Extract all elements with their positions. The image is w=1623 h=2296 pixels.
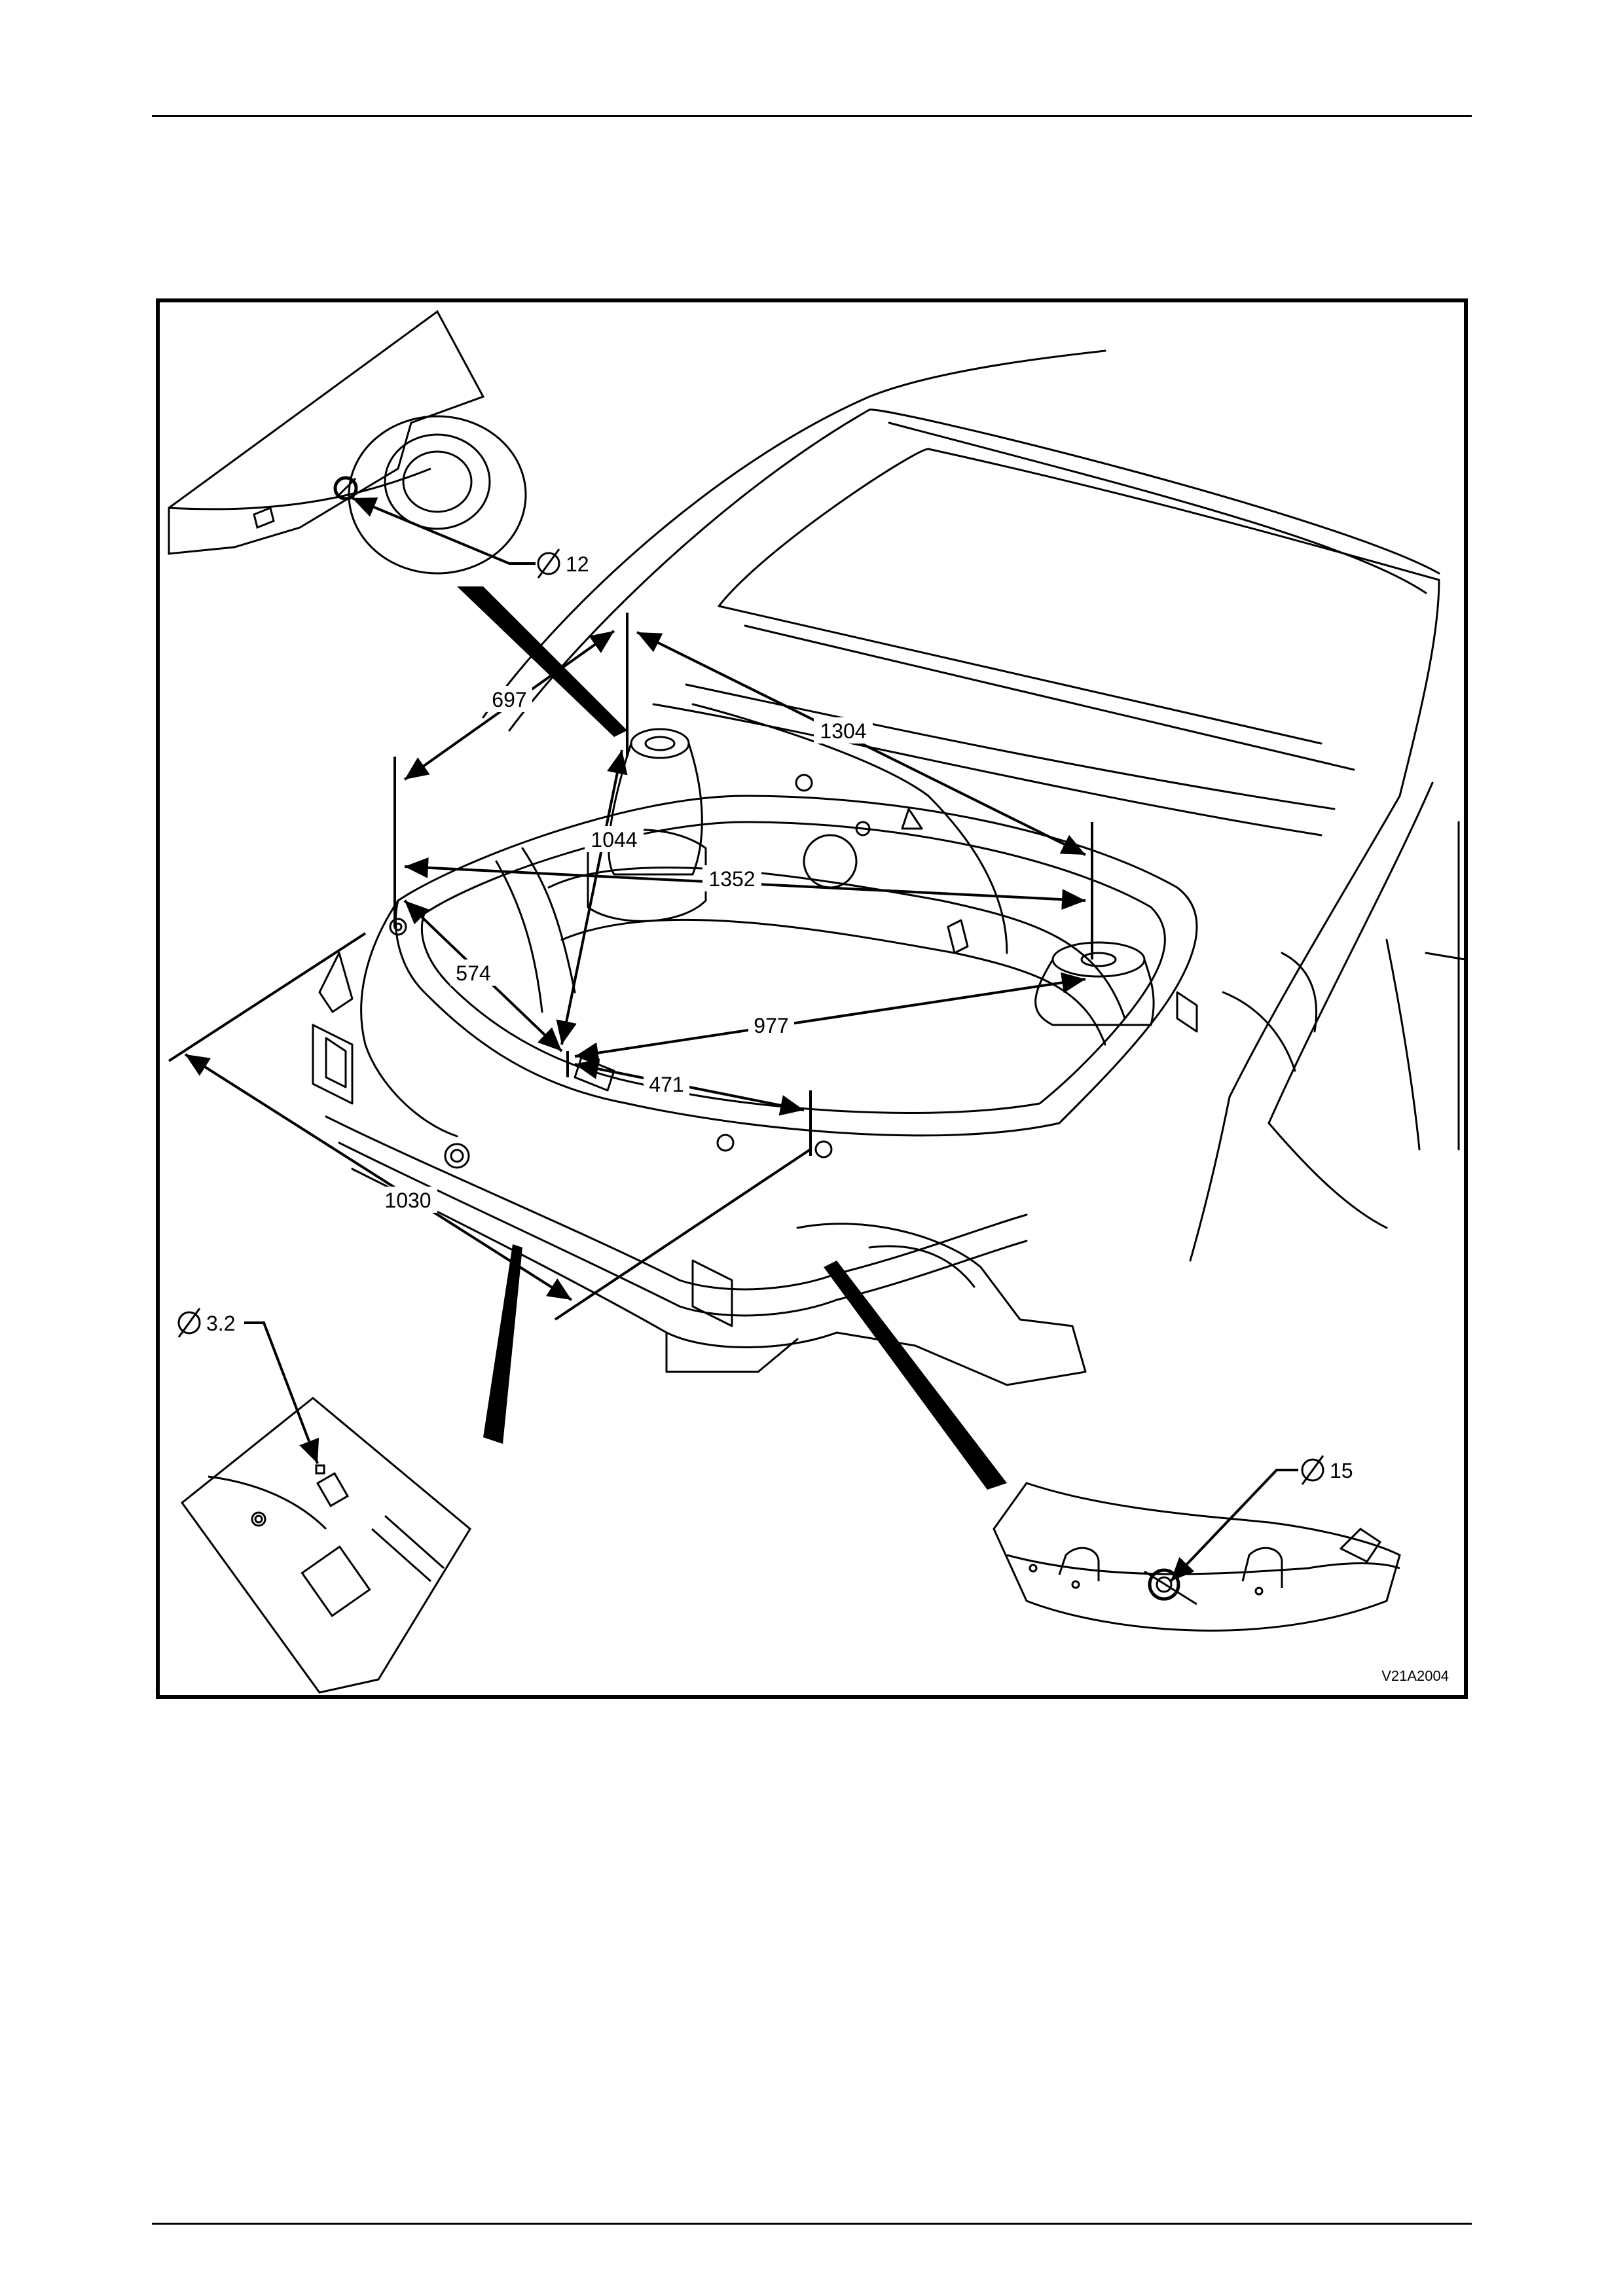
inset-pointer-wedges: [457, 586, 1007, 1490]
dimension-471-label: 471: [649, 1073, 684, 1096]
diameter-symbol-icon: [1302, 1456, 1323, 1484]
dimension-1030-label: 1030: [384, 1189, 431, 1212]
figure-code: V21A2004: [1381, 1668, 1449, 1684]
diameter-symbol-icon: [179, 1308, 200, 1337]
hole-callout-top: 12: [538, 549, 589, 578]
hole-callout-left: 3.2: [179, 1308, 235, 1337]
header-rule: [152, 115, 1472, 117]
dimension-1352-label: 1352: [708, 867, 755, 891]
hole-diameter-left-label: 3.2: [206, 1312, 235, 1335]
car-body-drawing: [313, 351, 1465, 1385]
dimension-697-label: 697: [492, 688, 526, 711]
dimension-1304-label: 1304: [820, 719, 866, 743]
engine-bay-dimension-diagram: 697 1304 1044 1352 574 977 471 1030 12 3…: [156, 298, 1468, 1699]
hole-callout-right: 15: [1302, 1456, 1353, 1484]
diameter-symbol-icon: [538, 549, 559, 578]
footer-rule: [152, 2223, 1472, 2225]
inset-left-mounting-hole: [182, 1398, 470, 1693]
dimension-977-label: 977: [754, 1014, 788, 1037]
inset-top-strut-tower: [169, 312, 526, 573]
hole-diameter-right-label: 15: [1330, 1459, 1353, 1482]
hole-diameter-top-label: 12: [566, 552, 589, 576]
dimension-1044-label: 1044: [591, 828, 637, 852]
inset-right-crossmember-hole: [994, 1483, 1400, 1630]
dimension-574-label: 574: [456, 961, 490, 985]
